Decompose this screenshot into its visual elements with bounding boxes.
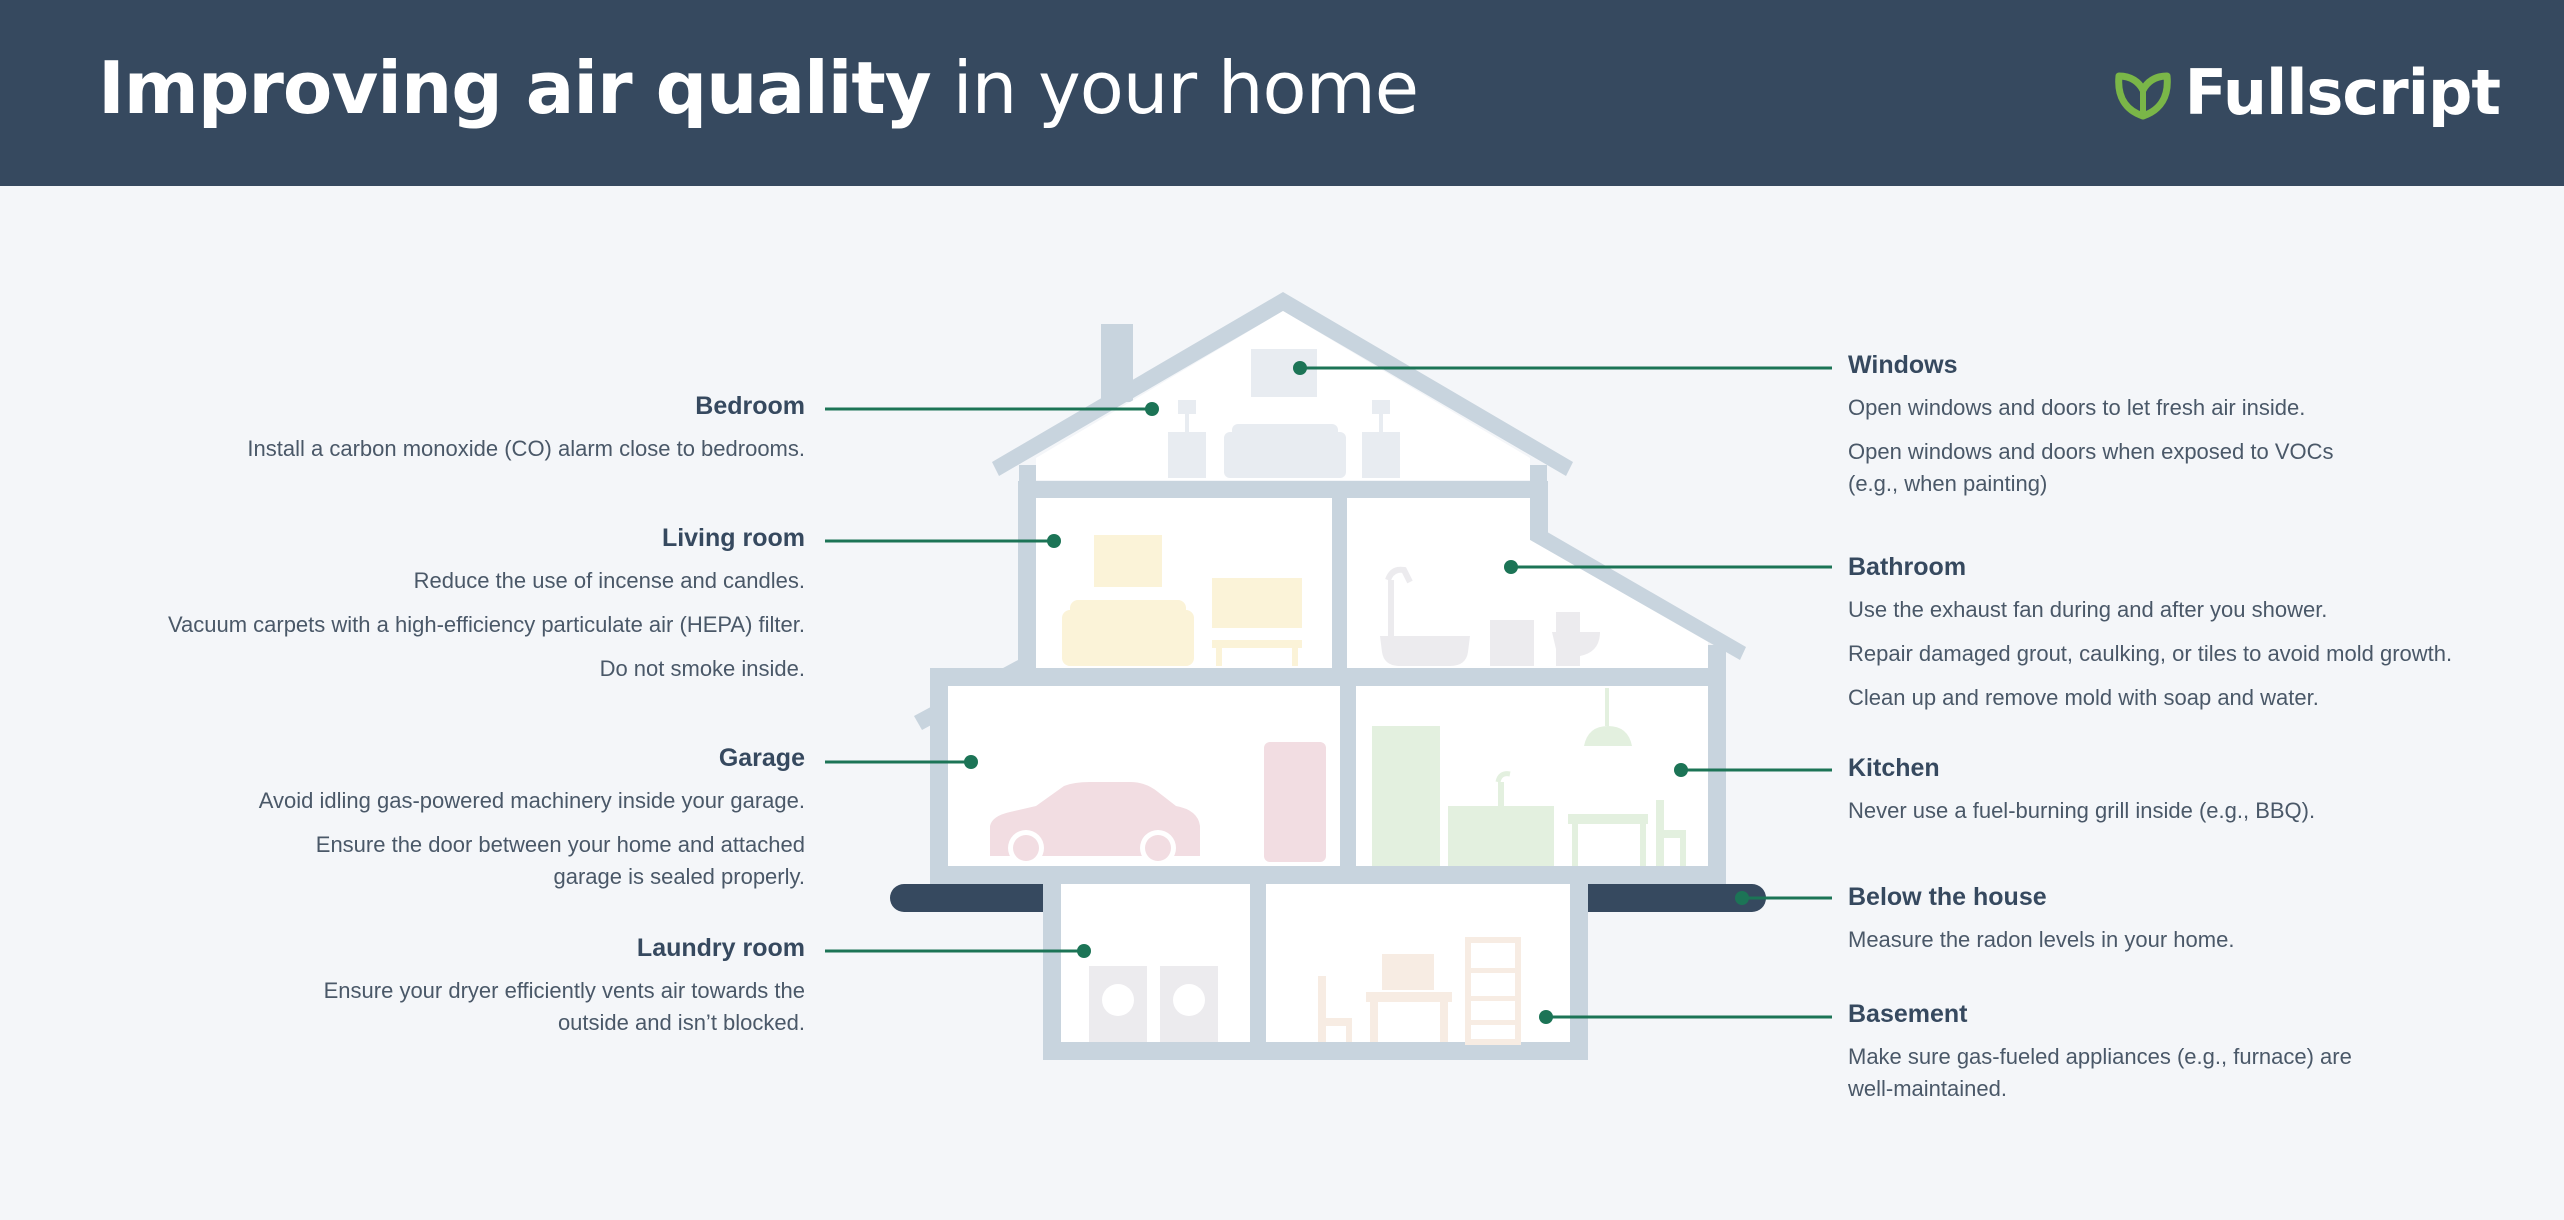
garage-item: Avoid idling gas-powered machinery insid… bbox=[258, 788, 805, 813]
bathroom-fixtures bbox=[1380, 566, 1600, 666]
laundry-machines bbox=[1089, 966, 1218, 1042]
house-frame bbox=[914, 292, 1746, 1060]
label-below-house: Below the house Measure the radon levels… bbox=[1848, 880, 2488, 968]
below-house-title: Below the house bbox=[1848, 883, 2047, 911]
kitchen-title: Kitchen bbox=[1848, 754, 1940, 782]
callout-connectors bbox=[825, 361, 1832, 1024]
label-living-room: Living room Reduce the use of incense an… bbox=[65, 521, 805, 697]
garage-car bbox=[990, 742, 1326, 866]
windows-item: Open windows and doors when exposed to V… bbox=[1848, 439, 2334, 496]
kitchen-furniture bbox=[1372, 688, 1686, 866]
page-title: Improving air quality in your home bbox=[98, 40, 1419, 136]
kitchen-item: Never use a fuel-burning grill inside (e… bbox=[1848, 798, 2316, 823]
bedroom-item: Install a carbon monoxide (CO) alarm clo… bbox=[247, 436, 805, 461]
living-room-item: Vacuum carpets with a high-efficiency pa… bbox=[167, 612, 805, 637]
label-garage: Garage Avoid idling gas-powered machiner… bbox=[165, 741, 805, 905]
living-room-item: Do not smoke inside. bbox=[599, 656, 805, 681]
page-title-bold: Improving air quality bbox=[98, 46, 932, 130]
below-house-item: Measure the radon levels in your home. bbox=[1848, 927, 2235, 952]
laundry-room-title: Laundry room bbox=[636, 934, 805, 962]
living-room-title: Living room bbox=[661, 524, 805, 552]
label-kitchen: Kitchen Never use a fuel-burning grill i… bbox=[1848, 751, 2488, 839]
label-basement: Basement Make sure gas-fueled appliances… bbox=[1848, 997, 2488, 1117]
bedroom-furniture bbox=[1168, 349, 1400, 478]
label-windows: Windows Open windows and doors to let fr… bbox=[1848, 348, 2408, 512]
windows-title: Windows bbox=[1848, 351, 1958, 379]
label-bedroom: Bedroom Install a carbon monoxide (CO) a… bbox=[105, 389, 805, 477]
brand-logo: Fullscript bbox=[2111, 52, 2501, 132]
bathroom-title: Bathroom bbox=[1848, 553, 1967, 581]
basement-title: Basement bbox=[1848, 1000, 1968, 1028]
windows-item: Open windows and doors to let fresh air … bbox=[1848, 395, 2306, 420]
label-bathroom: Bathroom Use the exhaust fan during and … bbox=[1848, 550, 2528, 726]
brand-name: Fullscript bbox=[2184, 55, 2501, 129]
laundry-room-item: Ensure your dryer efficiently vents air … bbox=[323, 978, 805, 1035]
bedroom-title: Bedroom bbox=[695, 392, 805, 420]
living-room-item: Reduce the use of incense and candles. bbox=[413, 568, 805, 593]
page-title-rest: in your home bbox=[930, 46, 1419, 130]
bathroom-item: Repair damaged grout, caulking, or tiles… bbox=[1848, 641, 2453, 666]
basement-item: Make sure gas-fueled appliances (e.g., f… bbox=[1848, 1044, 2352, 1101]
garage-title: Garage bbox=[718, 744, 805, 772]
bathroom-item: Use the exhaust fan during and after you… bbox=[1848, 597, 2328, 622]
header-bar: Improving air quality in your home Fulls… bbox=[0, 0, 2564, 186]
garage-item: Ensure the door between your home and at… bbox=[315, 832, 805, 889]
living-room-furniture bbox=[1062, 535, 1302, 666]
leaf-logo-icon bbox=[2114, 72, 2171, 120]
bathroom-item: Clean up and remove mold with soap and w… bbox=[1848, 685, 2319, 710]
label-laundry-room: Laundry room Ensure your dryer efficient… bbox=[245, 931, 805, 1051]
basement-office bbox=[1318, 937, 1521, 1045]
